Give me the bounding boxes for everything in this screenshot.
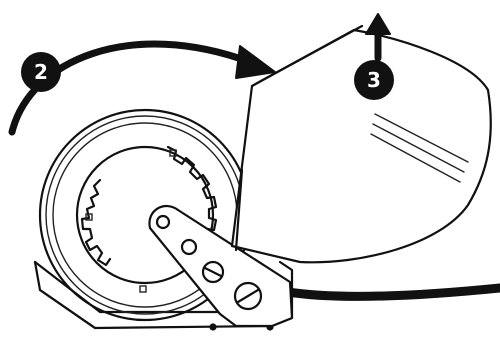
- step-badge-label: 3: [367, 68, 381, 92]
- cable: [288, 288, 500, 296]
- arrow-up-icon: [366, 14, 390, 34]
- winch-cover: [232, 26, 491, 262]
- step-badge-2: 2: [21, 52, 61, 92]
- arrow-head-icon: [236, 46, 275, 78]
- step-badge-3: 3: [354, 60, 394, 100]
- step-badge-label: 2: [34, 60, 48, 84]
